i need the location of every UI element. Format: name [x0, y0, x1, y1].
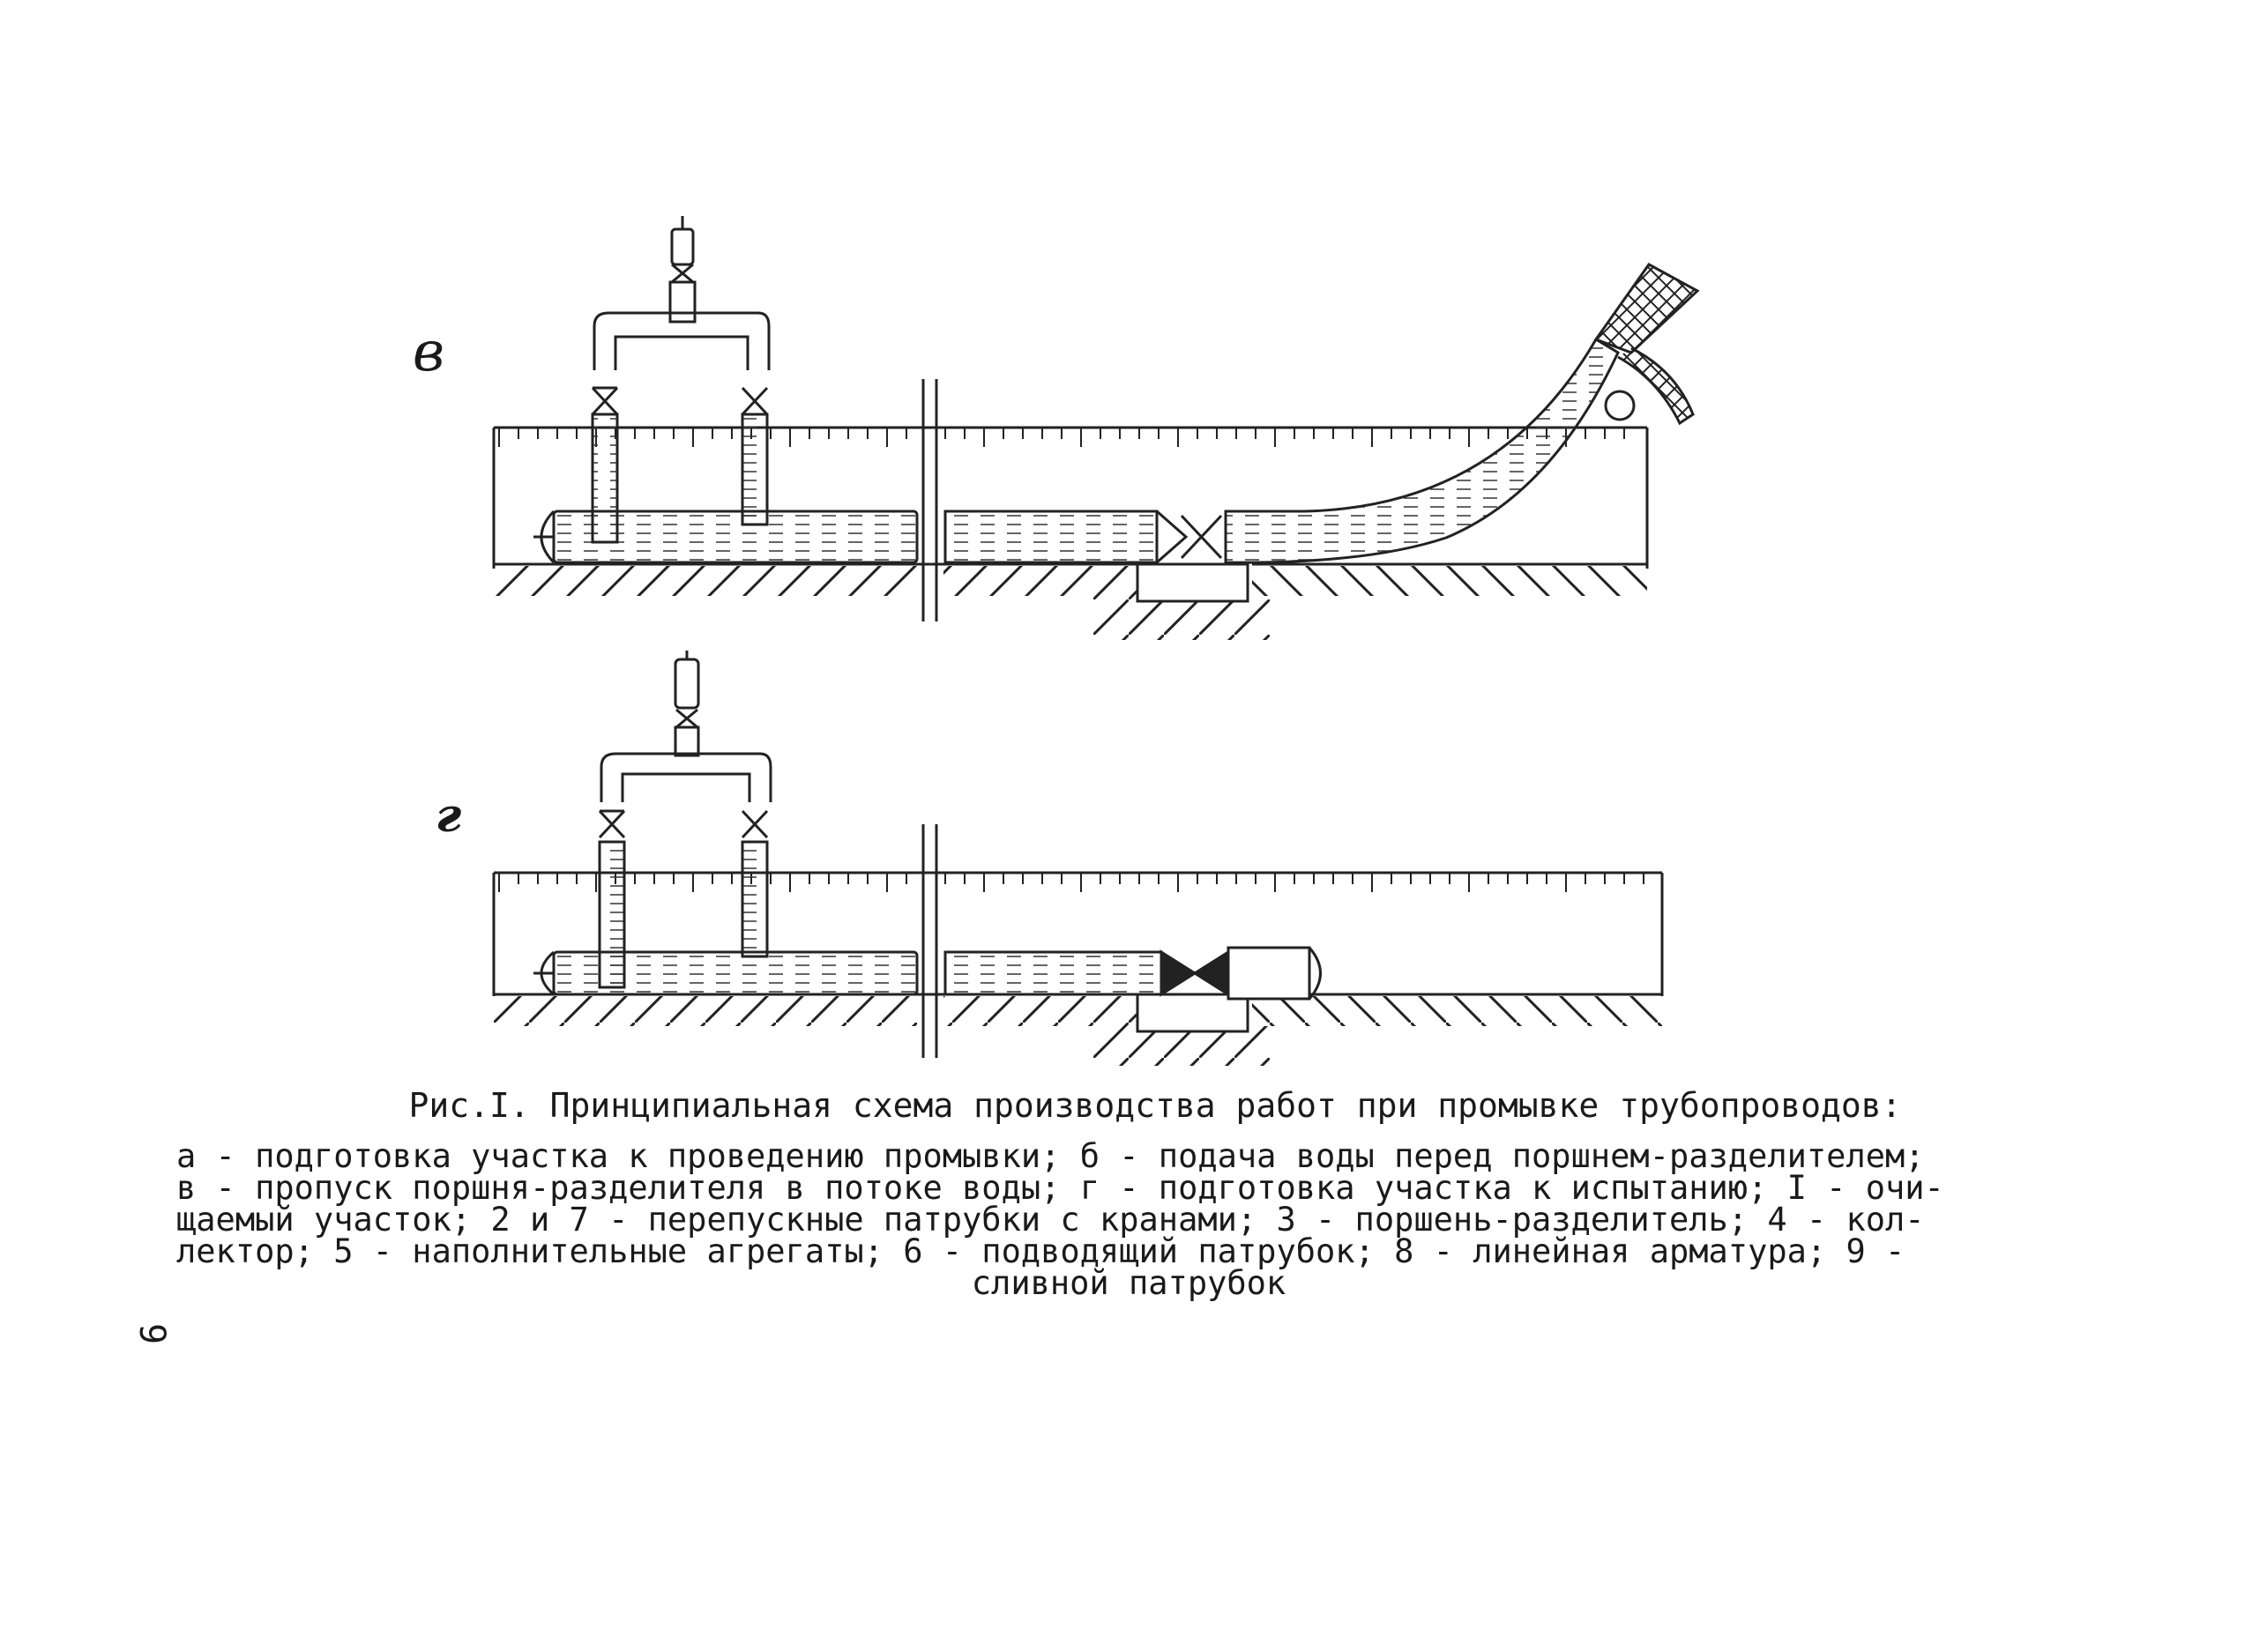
- caption-line: щаемый участок; 2 и 7 - перепускные патр…: [176, 1201, 1925, 1239]
- ruler-ticks: [498, 428, 1625, 447]
- panel-letter-v: в: [413, 319, 445, 383]
- panel-v: [492, 216, 1700, 640]
- figure-caption: Рис.I. Принципиальная схема производства…: [176, 1086, 2081, 1302]
- panel-letter-g: г: [436, 789, 462, 843]
- ruler-ticks: [498, 873, 1644, 892]
- panel-g: [492, 651, 1664, 1066]
- caption-line: а - подготовка участка к проведению пром…: [176, 1137, 1925, 1175]
- caption-line: сливной патрубок: [971, 1264, 1286, 1302]
- page-number: 9: [131, 1322, 173, 1345]
- caption-line: в - пропуск поршня-разделителя в потоке …: [176, 1169, 1944, 1207]
- caption-title: Рис.I. Принципиальная схема производства…: [408, 1086, 1902, 1125]
- caption-line: лектор; 5 - наполнительные агрегаты; 6 -…: [176, 1232, 1905, 1270]
